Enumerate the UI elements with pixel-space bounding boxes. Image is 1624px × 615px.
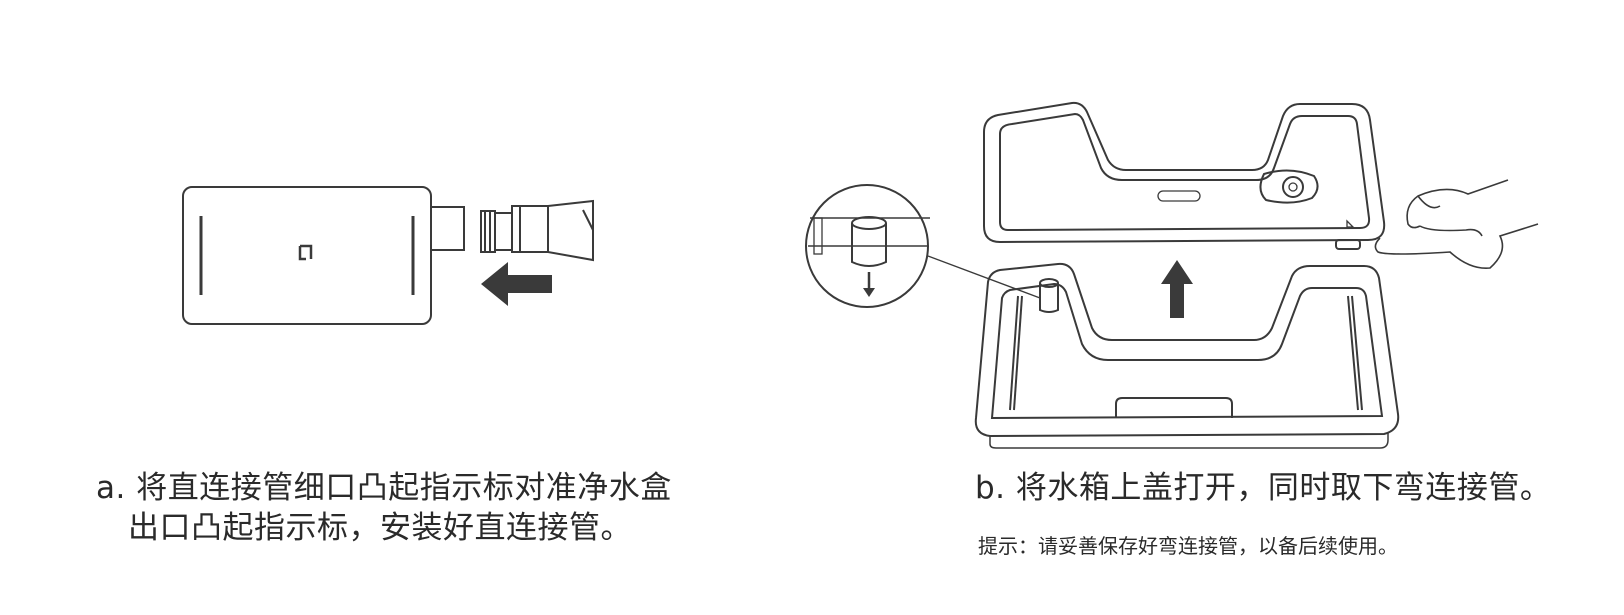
- figure-a: [182, 186, 594, 325]
- zoom-callout: [805, 184, 1041, 308]
- arrow-left-icon: [481, 262, 552, 306]
- filter-box: [182, 186, 432, 325]
- filter-box-outlet: [430, 206, 465, 251]
- step-a-caption: a. 将直连接管细口凸起指示标对准净水盒 出口凸起指示标，安装好直连接管。: [96, 468, 672, 548]
- mi-logo: [298, 244, 313, 261]
- arrow-down-icon: [863, 288, 875, 297]
- straight-connector: [480, 199, 594, 262]
- tank-lid: [983, 101, 1386, 250]
- step-a-line1: a. 将直连接管细口凸起指示标对准净水盒: [96, 470, 672, 506]
- figure-b: [805, 101, 1539, 449]
- step-b-tip: 提示：请妥善保存好弯连接管，以备后续使用。: [978, 534, 1398, 558]
- step-a-line2: 出口凸起指示标，安装好直连接管。: [128, 510, 632, 546]
- tank-body: [974, 262, 1400, 449]
- arrow-up-icon: [1161, 260, 1193, 318]
- hand: [1374, 179, 1539, 269]
- step-b-caption: b. 将水箱上盖打开，同时取下弯连接管。: [975, 470, 1552, 506]
